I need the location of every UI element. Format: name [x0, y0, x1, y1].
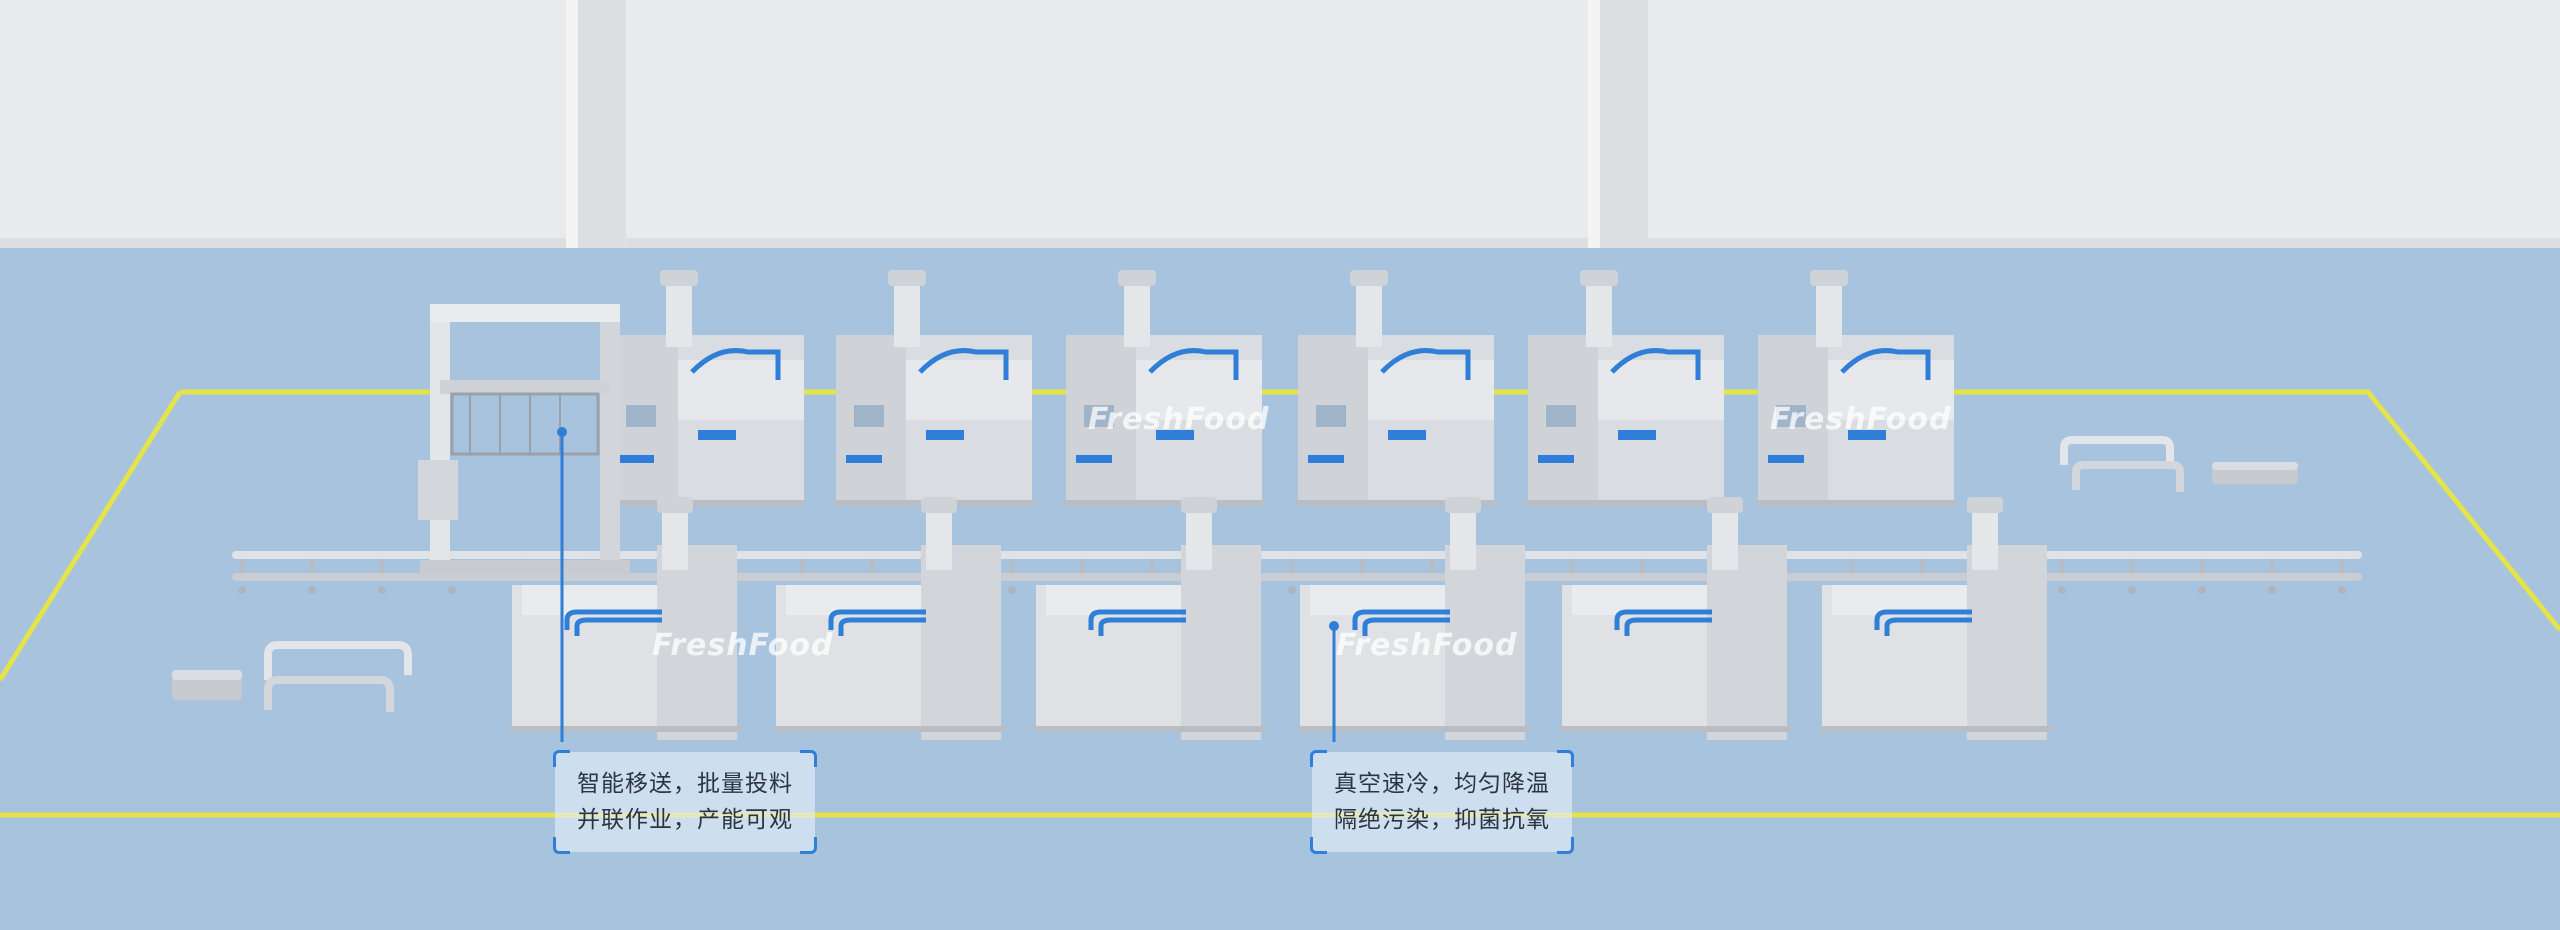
callout-text: 并联作业，产能可观	[577, 807, 793, 833]
agv-cart	[2060, 436, 2298, 492]
vacuum-cooler-machine	[1560, 497, 1792, 740]
vacuum-cooler-machine	[774, 497, 1006, 740]
callout-leader-dot	[557, 427, 567, 437]
agv-cart	[172, 641, 412, 712]
wall-baseboard	[0, 238, 2560, 248]
vacuum-cooler-machine	[510, 497, 742, 740]
callout-leader-dot	[1329, 621, 1339, 631]
callout-loading: 智能移送，批量投料 并联作业，产能可观	[553, 750, 817, 854]
vacuum-cooler-machine	[1296, 270, 1496, 506]
safety-line	[0, 390, 183, 682]
callout-text: 智能移送，批量投料	[577, 771, 793, 797]
callout-text: 真空速冷，均匀降温	[1334, 771, 1550, 797]
callout-cooling: 真空速冷，均匀降温 隔绝污染，抑菌抗氧	[1310, 750, 1574, 854]
brand-watermark: FreshFood	[1770, 402, 1952, 437]
vacuum-cooler-machine	[1034, 497, 1266, 740]
brand-watermark: FreshFood	[1088, 402, 1270, 437]
brand-watermark: FreshFood	[652, 628, 834, 663]
back-wall	[0, 0, 2560, 248]
vacuum-cooler-machine	[1526, 270, 1726, 506]
vacuum-cooler-machine	[1820, 497, 2052, 740]
vacuum-cooler-machine	[1756, 270, 1956, 506]
vacuum-cooler-machine	[606, 270, 806, 506]
vacuum-cooler-machine	[834, 270, 1034, 506]
vacuum-cooler-machine	[1298, 497, 1530, 740]
gantry-loader	[418, 304, 630, 574]
vacuum-cooler-machine	[1064, 270, 1264, 506]
brand-watermark: FreshFood	[1336, 628, 1518, 663]
callout-text: 隔绝污染，抑菌抗氧	[1334, 807, 1550, 833]
